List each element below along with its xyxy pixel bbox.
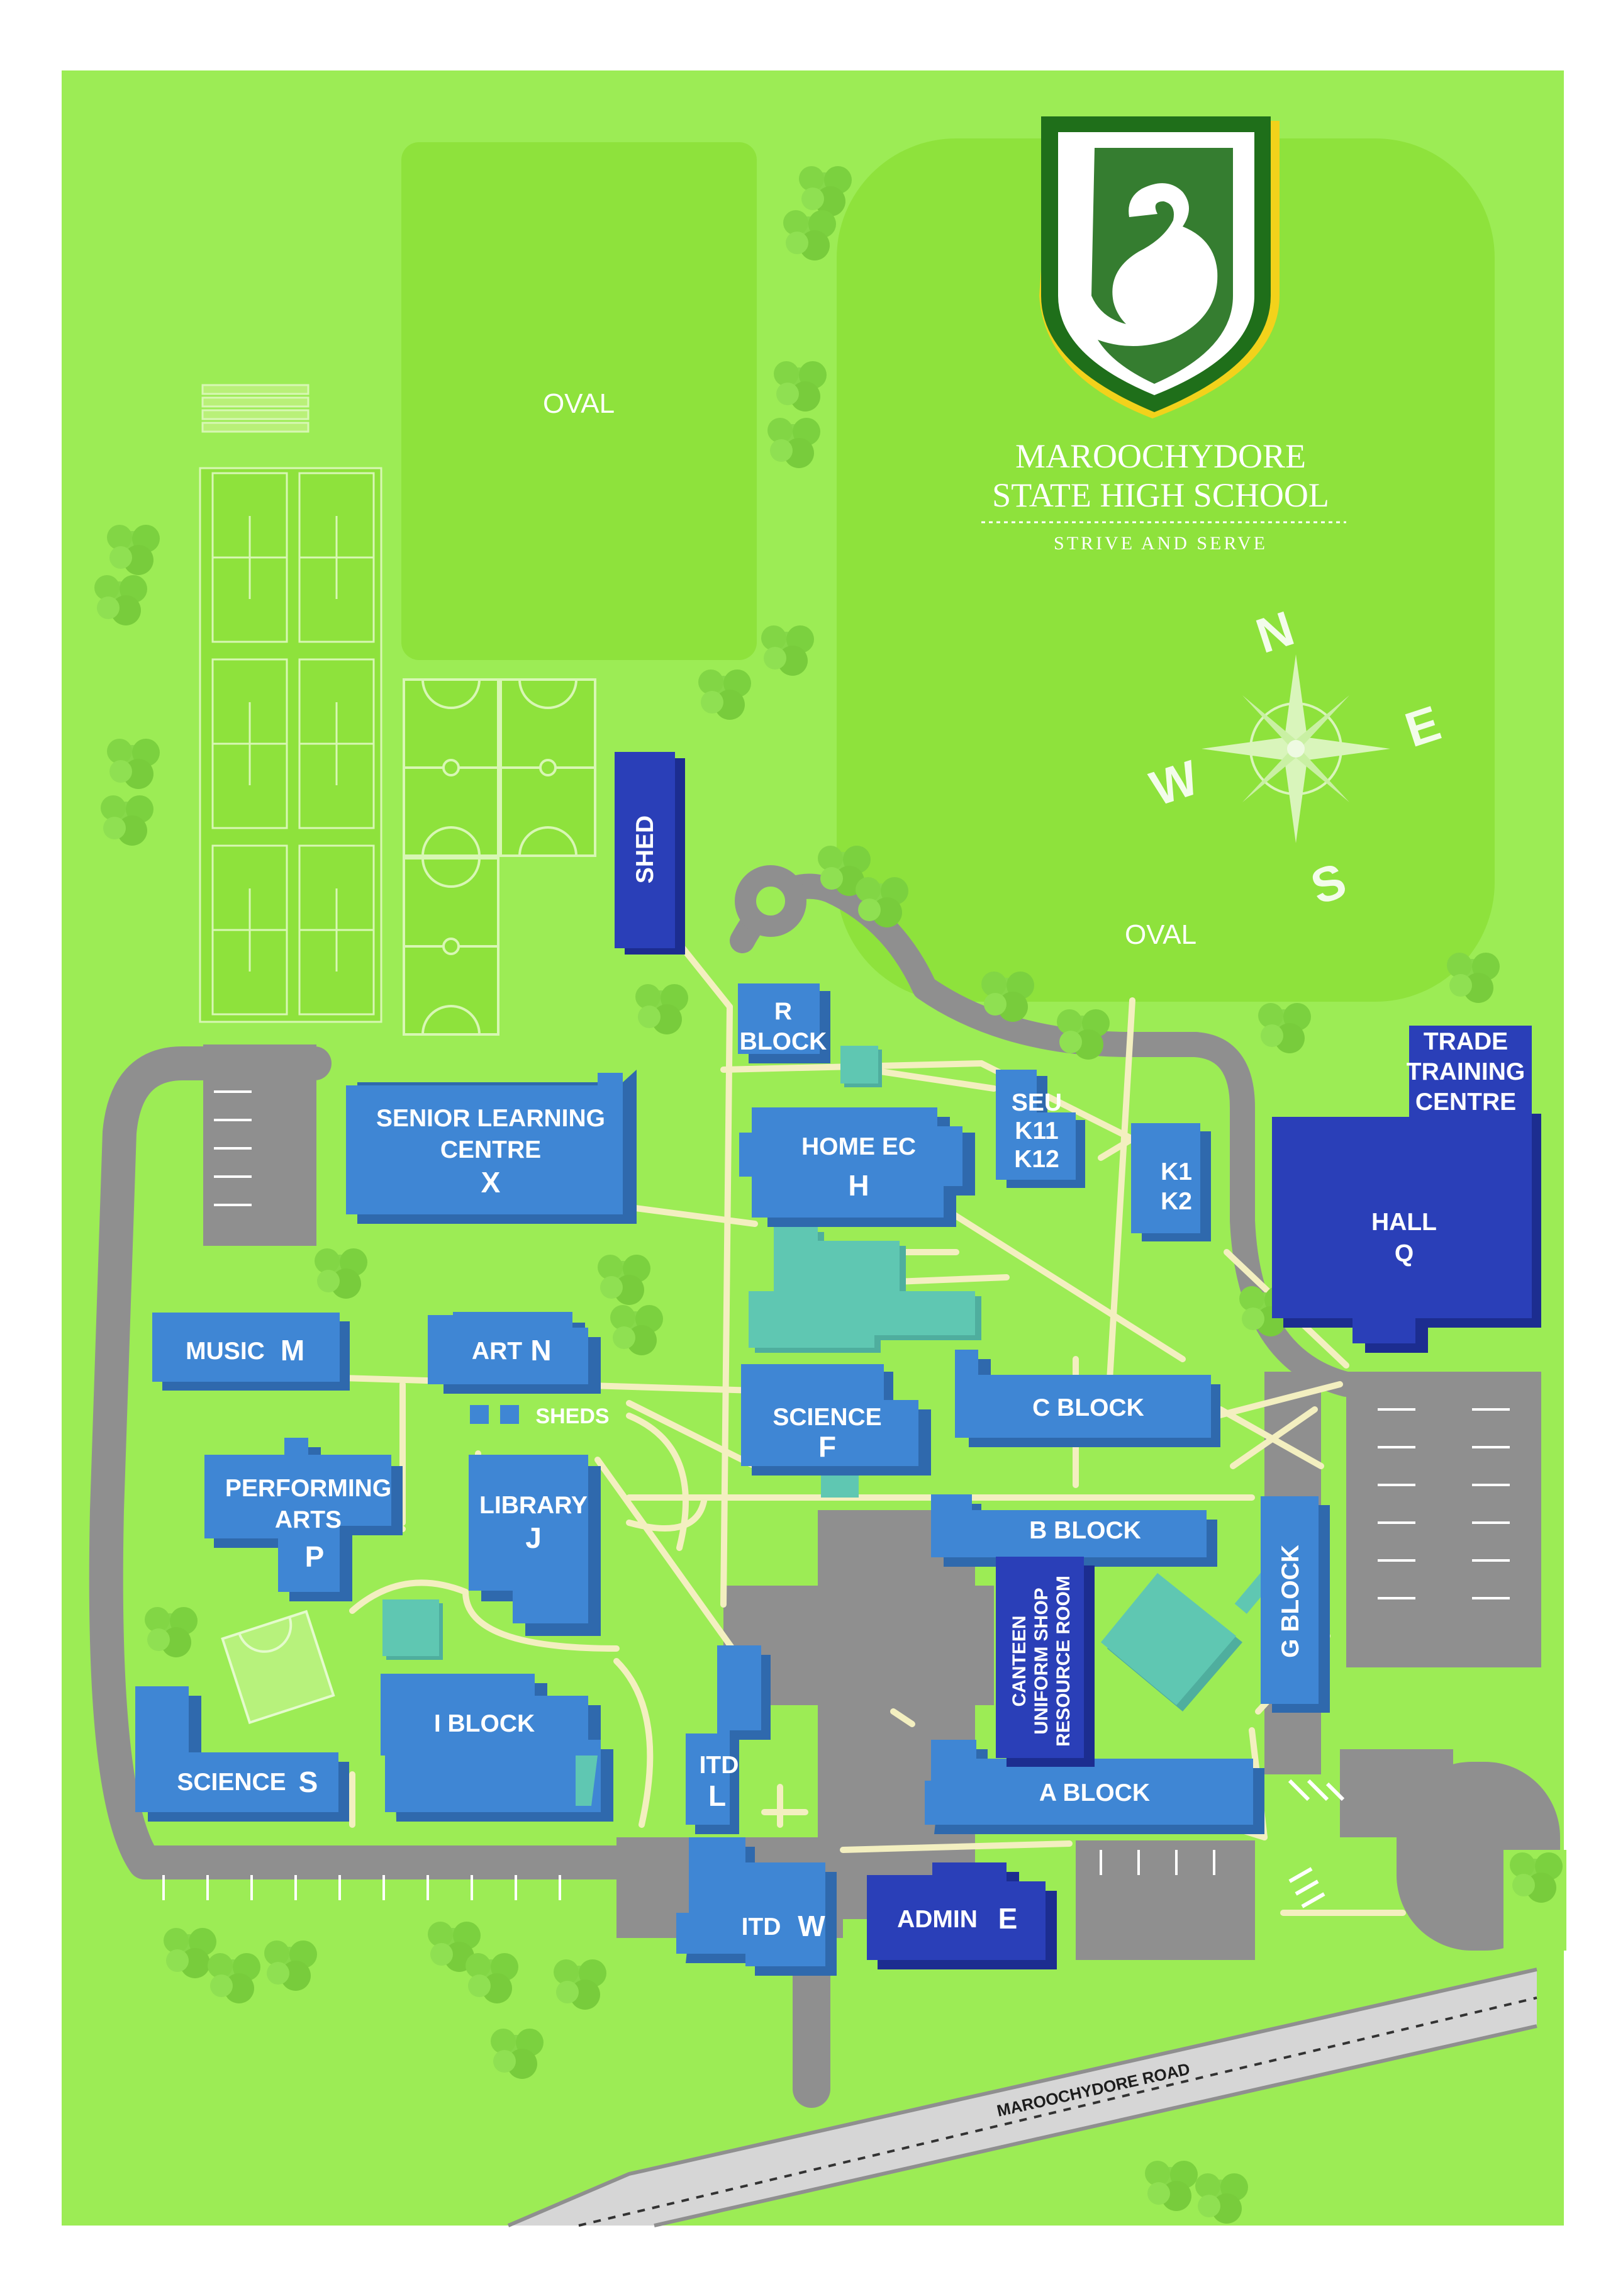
performing-arts-building[interactable] xyxy=(204,1438,403,1601)
admin-label: ADMIN xyxy=(897,1906,978,1933)
canteen-label-line3: RESOURCE ROOM xyxy=(1053,1576,1074,1747)
pedestrian-crossings xyxy=(1288,1779,1345,1908)
hall-label: HALL xyxy=(1371,1209,1437,1236)
itd-w-building[interactable] xyxy=(676,1837,837,1976)
itd-w-code: W xyxy=(798,1910,825,1942)
music-code: M xyxy=(281,1334,304,1367)
g-block-building[interactable] xyxy=(1261,1496,1330,1713)
senior-learning-label-line1: SENIOR LEARNING xyxy=(376,1105,605,1132)
r-block-label-line2: BLOCK xyxy=(740,1028,827,1055)
oval-east-label: OVAL xyxy=(1125,919,1196,950)
c-block-building[interactable] xyxy=(955,1350,1220,1447)
basketball-court xyxy=(221,1610,335,1725)
itd-l-building[interactable] xyxy=(686,1645,771,1834)
science-f-label: SCIENCE xyxy=(772,1404,881,1431)
k-block-building[interactable] xyxy=(1131,1123,1211,1241)
parking-bays xyxy=(162,1090,1510,1900)
art-code: N xyxy=(530,1334,551,1367)
library-building[interactable] xyxy=(469,1455,601,1636)
itd-l-code: L xyxy=(708,1779,726,1812)
trade-label-line2: TRAINING xyxy=(1407,1058,1525,1085)
senior-learning-code: X xyxy=(481,1166,501,1199)
music-building[interactable] xyxy=(152,1313,350,1391)
science-s-code: S xyxy=(299,1766,318,1798)
shed-label: SHED xyxy=(632,815,659,883)
itd-w-label: ITD xyxy=(742,1913,781,1940)
performing-arts-code: P xyxy=(305,1540,325,1573)
senior-learning-label-line2: CENTRE xyxy=(440,1136,541,1163)
b-block-building[interactable] xyxy=(931,1494,1217,1567)
sheds-small[interactable] xyxy=(470,1405,519,1424)
library-code: J xyxy=(525,1521,542,1554)
k-block-label-line2: K2 xyxy=(1161,1188,1192,1215)
seu-label-line1: SEU xyxy=(1012,1089,1062,1116)
canteen-building[interactable] xyxy=(996,1557,1095,1767)
home-ec-label: HOME EC xyxy=(801,1133,916,1160)
seu-building[interactable] xyxy=(996,1070,1085,1188)
netball-courts xyxy=(403,678,596,1036)
i-block-building[interactable] xyxy=(381,1674,613,1822)
seu-label-line2: K11 xyxy=(1015,1117,1058,1145)
sheds-label: SHEDS xyxy=(535,1404,609,1428)
i-block-label: I BLOCK xyxy=(434,1710,535,1737)
science-f-building[interactable] xyxy=(741,1364,931,1476)
tennis-courts xyxy=(199,384,382,1023)
art-label: ART xyxy=(472,1338,522,1365)
oval-west-label: OVAL xyxy=(543,388,615,419)
senior-learning-centre-building[interactable] xyxy=(346,1070,637,1224)
compass-rose-icon xyxy=(1202,654,1390,843)
school-crest-logo xyxy=(1039,116,1280,418)
oval-west-field xyxy=(401,142,757,660)
music-label: MUSIC xyxy=(186,1338,265,1365)
art-building[interactable] xyxy=(428,1312,601,1394)
canteen-label-line2: UNIFORM SHOP xyxy=(1031,1588,1052,1734)
trade-label-line3: CENTRE xyxy=(1415,1089,1516,1116)
hall-code: Q xyxy=(1395,1240,1414,1267)
library-label: LIBRARY xyxy=(479,1492,588,1519)
c-block-label: C BLOCK xyxy=(1032,1394,1144,1421)
school-motto: STRIVE AND SERVE xyxy=(1054,533,1268,554)
g-block-label: G BLOCK xyxy=(1277,1545,1304,1658)
itd-l-label: ITD xyxy=(700,1752,739,1779)
car-parks xyxy=(203,1044,1566,1960)
r-block-building[interactable] xyxy=(738,983,830,1063)
shed-building[interactable] xyxy=(615,752,685,955)
home-ec-building[interactable] xyxy=(739,1107,975,1227)
school-name-line1: MAROOCHYDORE xyxy=(1015,437,1306,475)
seu-label-line3: K12 xyxy=(1014,1146,1059,1173)
hall-building[interactable] xyxy=(1272,1026,1541,1353)
a-block-label: A BLOCK xyxy=(1039,1779,1150,1806)
maroochydore-road xyxy=(507,1968,1537,2227)
canteen-label-line1: CANTEEN xyxy=(1009,1615,1030,1706)
b-block-label: B BLOCK xyxy=(1029,1517,1141,1544)
science-s-label: SCIENCE xyxy=(177,1769,286,1796)
road-turnaround xyxy=(735,865,806,937)
school-name-line2: STATE HIGH SCHOOL xyxy=(992,476,1329,514)
k-block-label-line1: K1 xyxy=(1161,1158,1192,1185)
trade-label-line1: TRADE xyxy=(1424,1028,1508,1055)
performing-arts-label-line1: PERFORMING xyxy=(225,1475,391,1502)
admin-code: E xyxy=(998,1902,1018,1935)
science-f-code: F xyxy=(818,1430,836,1463)
home-ec-code: H xyxy=(848,1169,869,1202)
science-s-building[interactable] xyxy=(135,1686,349,1822)
performing-arts-label-line2: ARTS xyxy=(275,1506,342,1533)
r-block-label-line1: R xyxy=(774,998,792,1025)
admin-building[interactable] xyxy=(867,1862,1057,1969)
